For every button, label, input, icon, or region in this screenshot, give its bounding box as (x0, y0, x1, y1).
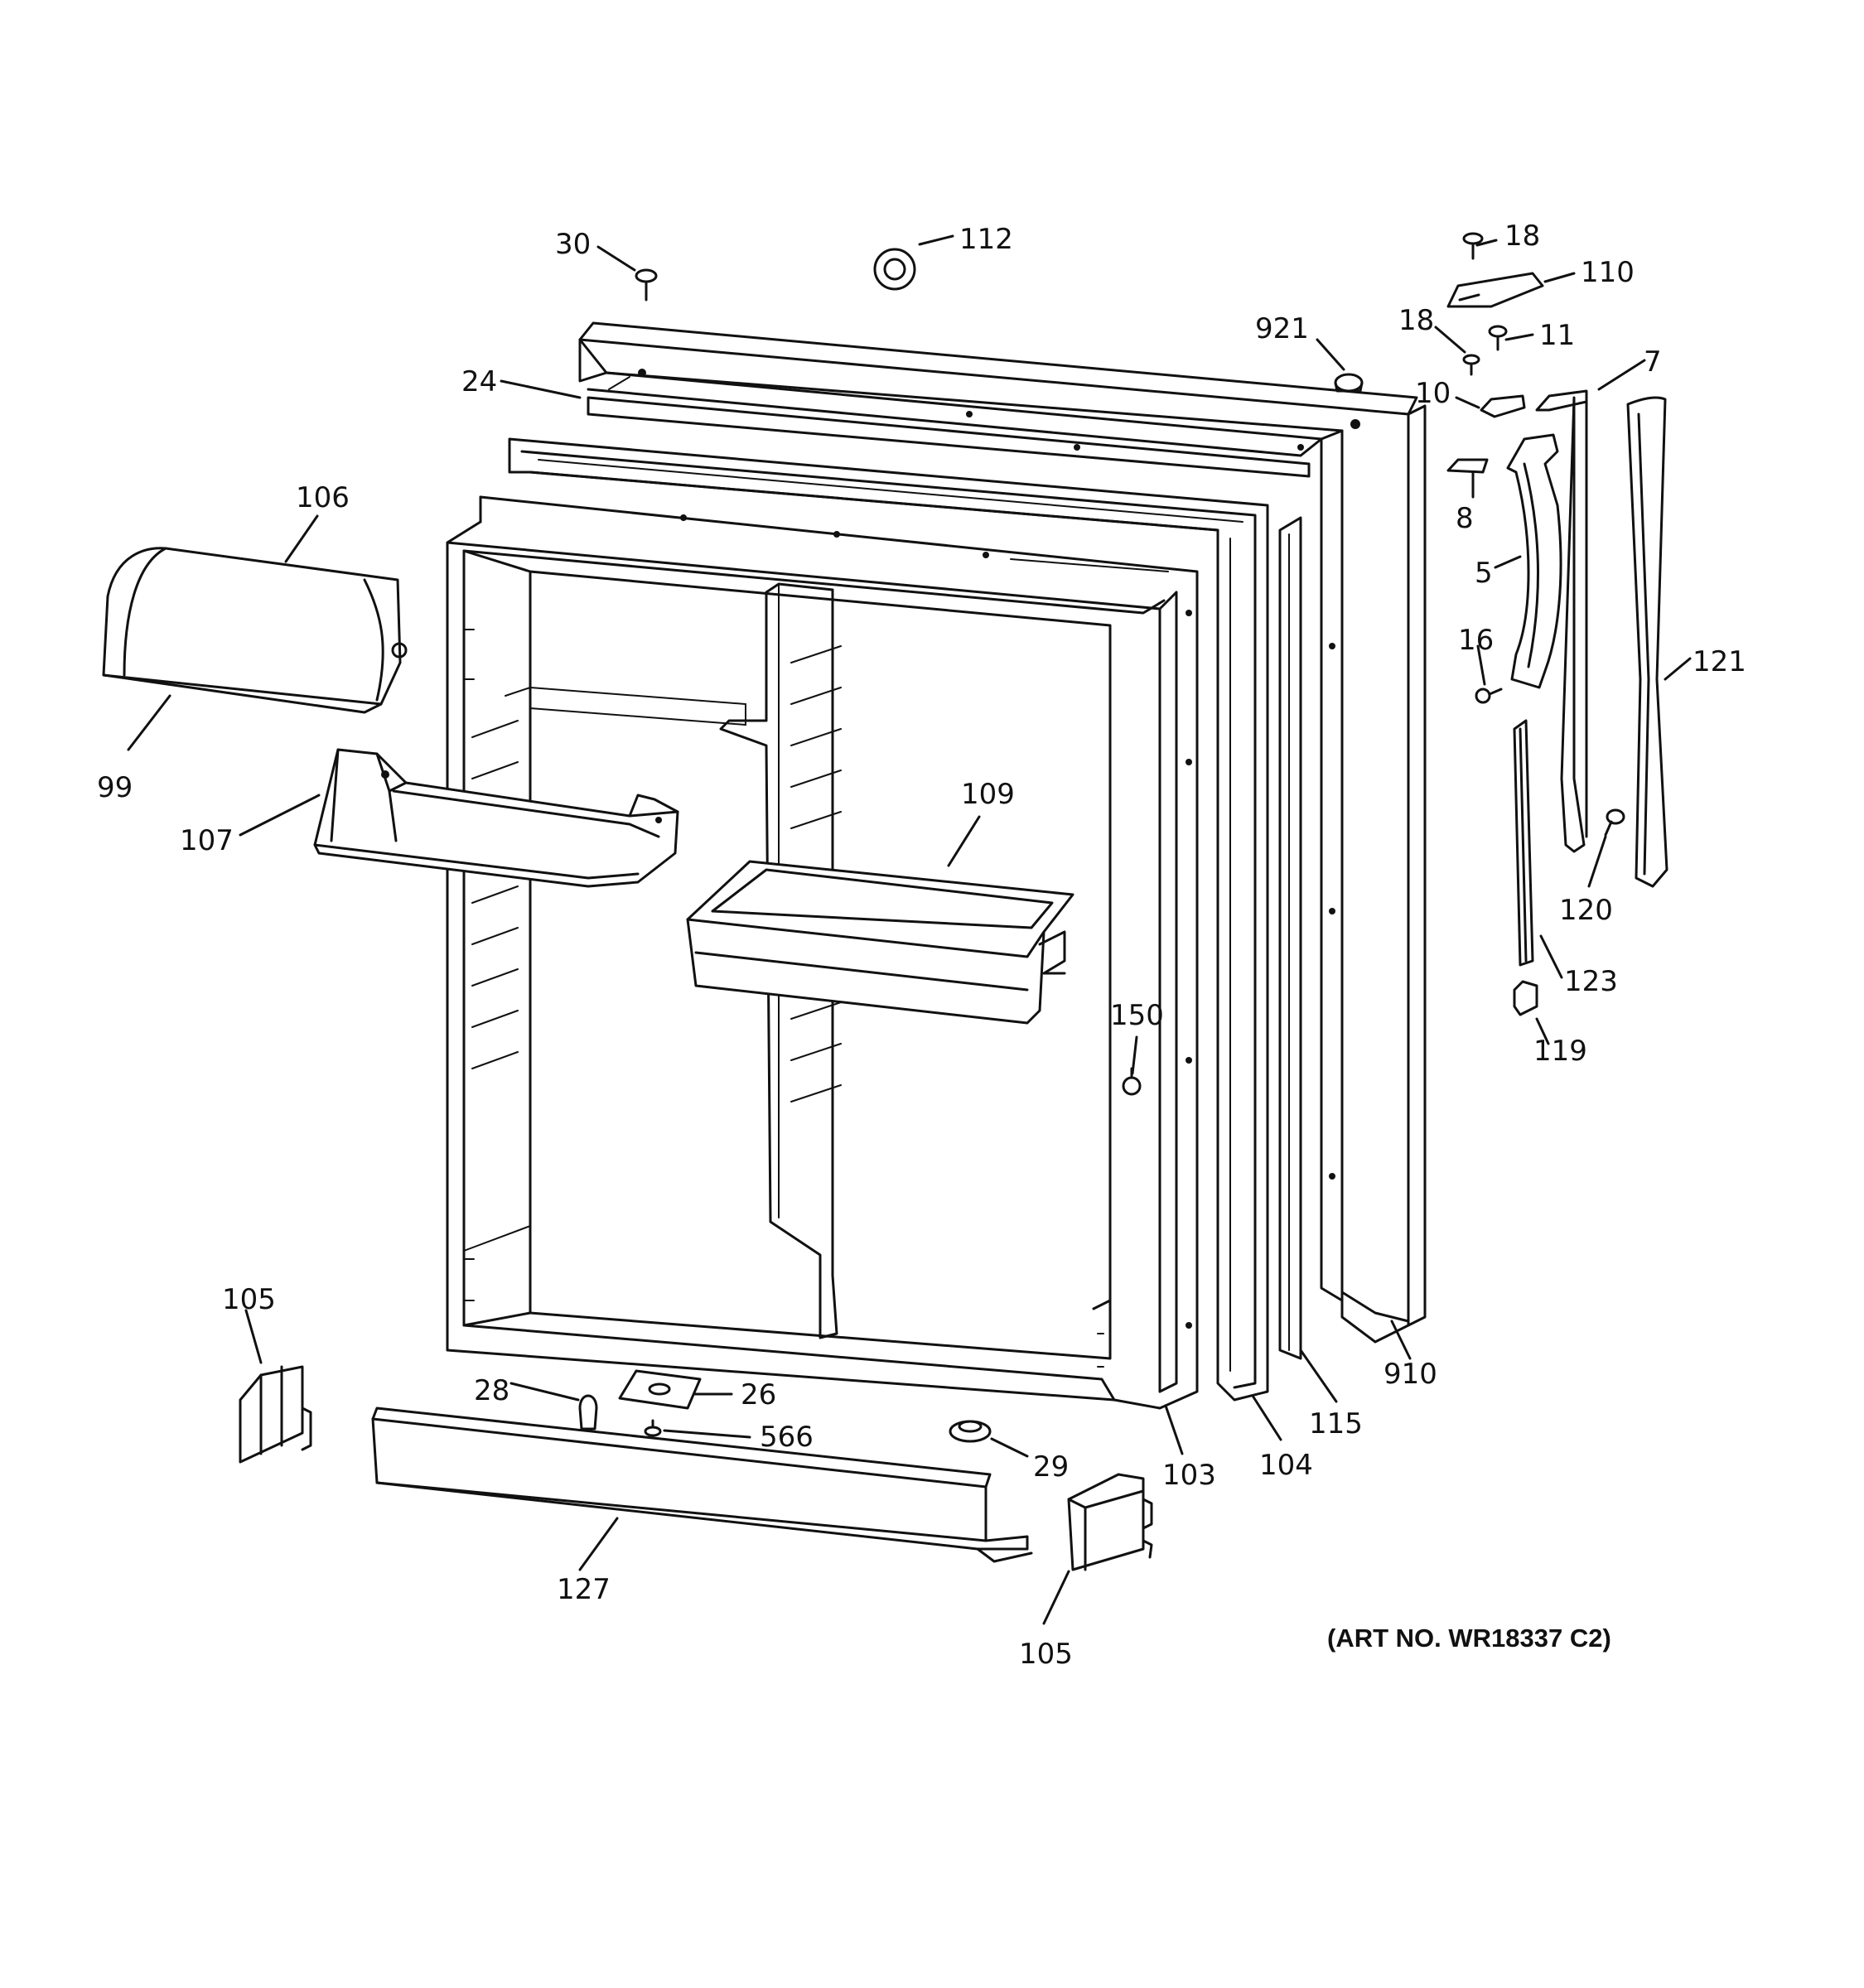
label-123: 123 (1564, 965, 1618, 998)
part-29-plug (949, 1420, 992, 1443)
label-105-left: 105 (222, 1283, 276, 1316)
label-29: 29 (1033, 1450, 1069, 1484)
part-123-lower-hinge-bar (1513, 719, 1534, 967)
label-110: 110 (1581, 256, 1635, 289)
label-10: 10 (1415, 377, 1451, 410)
part-121-handle (1626, 396, 1668, 888)
label-109: 109 (961, 778, 1015, 811)
part-119-hinge-pin-bushing (1513, 980, 1538, 1016)
label-18-top: 18 (1504, 220, 1540, 253)
label-26: 26 (741, 1378, 776, 1411)
part-910-outer-door-panel (578, 321, 1427, 1344)
label-16: 16 (1458, 624, 1494, 657)
label-566: 566 (760, 1421, 814, 1454)
label-99: 99 (97, 771, 133, 804)
part-number-labels: 30 112 18 110 921 18 11 7 24 10 106 8 5 … (97, 220, 1746, 1671)
label-910: 910 (1384, 1358, 1437, 1391)
part-18-screw-mid (1462, 354, 1480, 376)
label-120: 120 (1559, 894, 1613, 927)
part-5-handle-bracket (1506, 433, 1562, 689)
label-115: 115 (1309, 1407, 1363, 1440)
part-16-screw (1475, 688, 1503, 704)
label-28: 28 (474, 1374, 509, 1407)
part-112-plug (873, 248, 916, 291)
label-103: 103 (1162, 1459, 1216, 1492)
label-127: 127 (557, 1573, 611, 1606)
leader-lines (127, 234, 1692, 1625)
part-127-bottom-trim (371, 1407, 1033, 1563)
door-shelf-rails-center (790, 645, 842, 1103)
label-121: 121 (1693, 645, 1746, 678)
label-150: 150 (1110, 999, 1164, 1032)
liner-interior-frame (462, 549, 1116, 1402)
label-112: 112 (959, 223, 1013, 256)
part-120-screw (1604, 808, 1625, 837)
part-110-hinge-cover (1446, 272, 1544, 308)
part-109-door-bin (686, 860, 1074, 1025)
part-105-right-end-cap (1067, 1473, 1153, 1571)
part-10-hinge-plate (1480, 394, 1526, 418)
part-115-breaker-strip (1278, 516, 1302, 1360)
label-5: 5 (1475, 557, 1493, 590)
label-8: 8 (1456, 502, 1474, 535)
label-11: 11 (1539, 319, 1575, 352)
label-106: 106 (296, 481, 350, 514)
part-8-clip (1446, 458, 1489, 474)
label-18-mid: 18 (1398, 304, 1434, 337)
part-921-button (1334, 373, 1364, 393)
part-11-screw (1488, 325, 1508, 351)
label-24: 24 (461, 365, 497, 398)
label-7: 7 (1644, 345, 1662, 379)
part-26-hinge-plate (618, 1369, 702, 1410)
part-105-left-end-cap (239, 1365, 312, 1464)
label-107: 107 (180, 824, 234, 857)
part-28-plug (578, 1394, 598, 1431)
part-30-screw (635, 268, 658, 302)
label-921: 921 (1255, 312, 1309, 345)
part-107-door-shelf (313, 748, 679, 888)
part-7-upper-hinge (1535, 389, 1588, 853)
label-105-right: 105 (1019, 1638, 1073, 1671)
label-30: 30 (555, 228, 591, 261)
label-104: 104 (1259, 1449, 1313, 1482)
label-119: 119 (1533, 1035, 1587, 1068)
part-18-screw-top (1462, 232, 1484, 260)
part-106-dairy-compartment-door (102, 547, 408, 714)
part-104-door-gasket (508, 437, 1269, 1402)
part-24-top-trim (587, 396, 1311, 478)
part-566-screw (644, 1419, 662, 1437)
art-number: (ART NO. WR18337 C2) (1327, 1624, 1611, 1653)
